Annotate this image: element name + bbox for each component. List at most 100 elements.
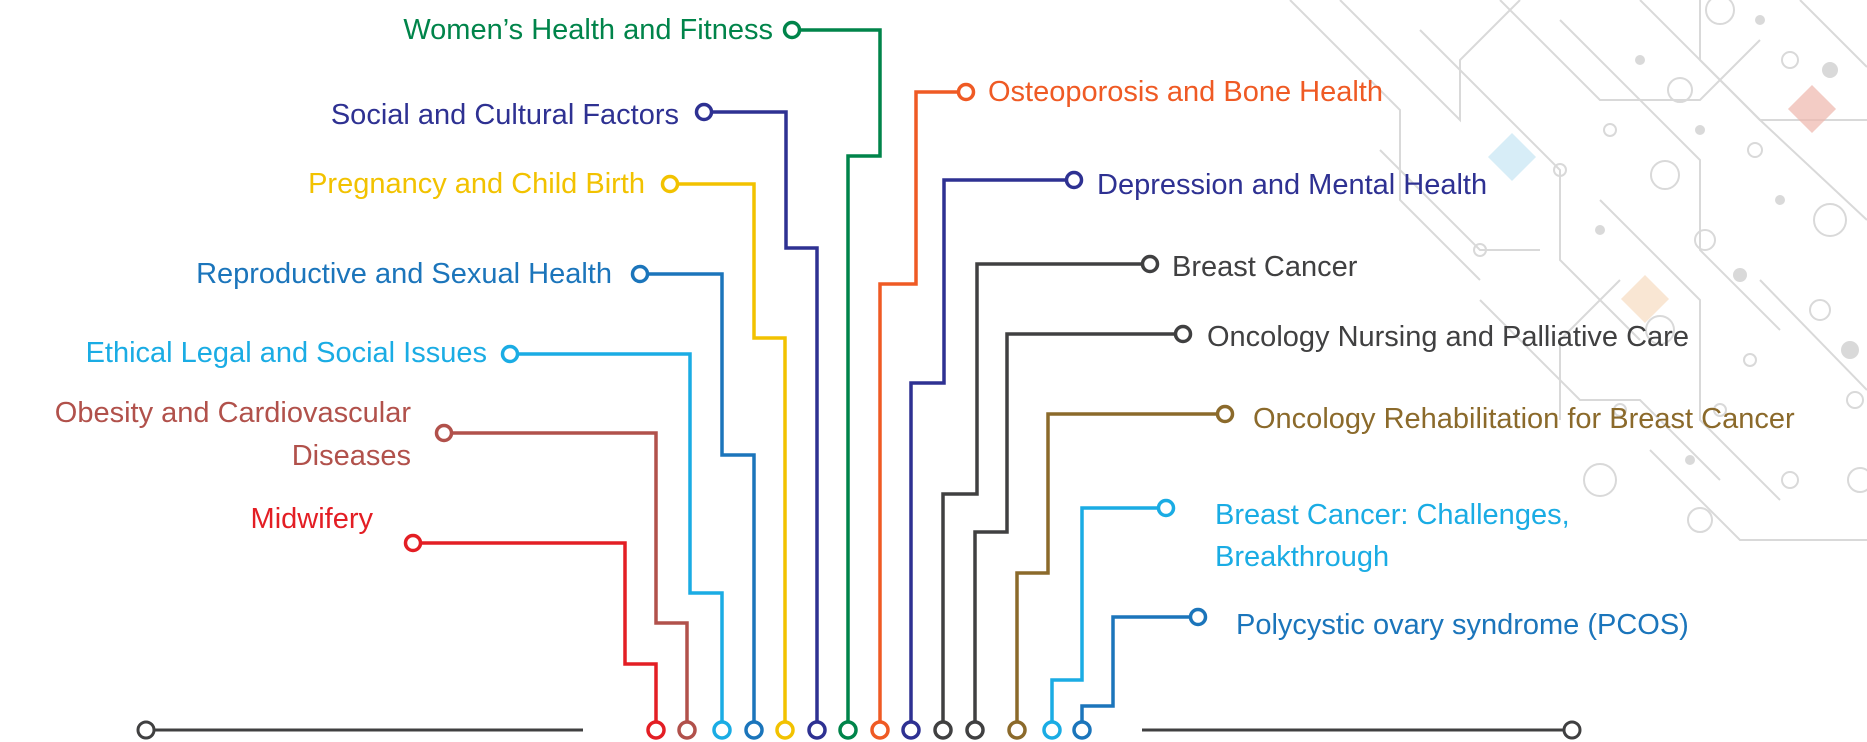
topic-social-cultural[interactable]: Social and Cultural Factors <box>331 93 679 137</box>
label-node <box>782 20 802 40</box>
topic-label: Reproductive and Sexual Health <box>196 258 612 290</box>
label-node <box>1064 170 1084 190</box>
connector-line <box>941 262 1150 730</box>
base-node <box>933 720 953 740</box>
decor-node <box>1650 160 1680 190</box>
connector-line <box>878 90 966 730</box>
decor-node <box>1813 203 1847 237</box>
topic-midwifery[interactable]: Midwifery <box>251 497 373 541</box>
base-node <box>712 720 732 740</box>
topic-label: Polycystic ovary syndrome (PCOS) <box>1236 609 1689 641</box>
decor-dot <box>1595 225 1605 235</box>
topic-osteoporosis[interactable]: Osteoporosis and Bone Health <box>988 70 1383 114</box>
base-node <box>646 720 666 740</box>
decor-dot <box>1685 455 1695 465</box>
decor-node <box>1713 403 1727 417</box>
topic-label: Midwifery <box>250 503 373 535</box>
connector-line <box>1080 615 1198 730</box>
decor-node <box>1583 463 1617 497</box>
base-node <box>807 720 827 740</box>
base-node <box>1042 720 1062 740</box>
decor-dot <box>1733 268 1747 282</box>
connector-line <box>510 352 724 730</box>
topic-label: Breast Cancer: Challenges, <box>1215 499 1570 531</box>
connector-midwifery <box>403 533 666 740</box>
decor-trace <box>1599 199 1781 501</box>
label-node <box>500 344 520 364</box>
topic-reproductive[interactable]: Reproductive and Sexual Health <box>196 252 612 296</box>
label-node <box>630 264 650 284</box>
topic-oncology-nursing[interactable]: Oncology Nursing and Palliative Care <box>1207 315 1689 359</box>
decor-trace <box>1759 279 1867 391</box>
connector-ethical-legal <box>500 344 732 740</box>
topic-depression[interactable]: Depression and Mental Health <box>1097 163 1487 207</box>
topic-obesity[interactable]: Obesity and Cardiovascular Diseases <box>55 392 411 478</box>
connector-line <box>792 28 882 730</box>
label-node <box>1215 404 1235 424</box>
connector-depression <box>901 170 1084 740</box>
label-node <box>1188 607 1208 627</box>
base-node <box>775 720 795 740</box>
label-node <box>1140 254 1160 274</box>
decor-dot <box>1775 195 1785 205</box>
decor-node <box>1553 163 1567 177</box>
decor-trace <box>1649 449 1867 541</box>
topic-breast-cancer[interactable]: Breast Cancer <box>1172 245 1357 289</box>
connectors <box>403 20 1235 740</box>
topic-bc-challenges[interactable]: Breast Cancer: Challenges, Breakthrough <box>1215 494 1570 578</box>
topic-oncology-rehab[interactable]: Oncology Rehabilitation for Breast Cance… <box>1253 397 1795 441</box>
decor-node <box>1847 467 1867 493</box>
topic-label: Oncology Rehabilitation for Breast Cance… <box>1253 403 1795 435</box>
topic-label: Social and Cultural Factors <box>330 99 679 131</box>
decor-trace <box>1559 279 1621 420</box>
topic-pcos[interactable]: Polycystic ovary syndrome (PCOS) <box>1236 603 1689 647</box>
decor-node <box>1694 229 1716 251</box>
connector-oncology-nursing <box>965 324 1193 740</box>
connector-reproductive <box>630 264 764 740</box>
connector-womens-health <box>782 20 882 740</box>
topic-label: Osteoporosis and Bone Health <box>988 76 1383 108</box>
connector-line <box>670 182 787 730</box>
decor-trace <box>1639 0 1867 121</box>
topic-label: Oncology Nursing and Palliative Care <box>1207 321 1689 353</box>
label-node <box>403 533 423 553</box>
decor-trace <box>1799 0 1867 68</box>
connector-obesity <box>434 423 697 740</box>
decor-node <box>1846 391 1864 409</box>
connector-line <box>1015 412 1225 730</box>
connector-line <box>1050 506 1166 730</box>
label-node <box>1173 324 1193 344</box>
decor-dot <box>1841 341 1859 359</box>
base-node <box>901 720 921 740</box>
decor-trace <box>1699 0 1867 221</box>
baseline-end-node <box>136 720 156 740</box>
connector-line <box>444 431 689 730</box>
baseline-end-node <box>1562 720 1582 740</box>
decor-trace <box>1559 19 1781 331</box>
decor-diamond <box>1787 84 1837 134</box>
decor-node <box>1705 0 1735 25</box>
label-node <box>434 423 454 443</box>
topic-ethical-legal[interactable]: Ethical Legal and Social Issues <box>86 331 487 375</box>
decor-trace <box>1339 0 1521 123</box>
decor-node <box>1603 123 1617 137</box>
connector-pcos <box>1072 607 1208 740</box>
topic-label: Obesity and Cardiovascular <box>54 397 411 429</box>
decor-trace <box>1289 0 1481 281</box>
topic-womens-health[interactable]: Women’s Health and Fitness <box>403 8 773 52</box>
decor-node <box>1667 77 1693 103</box>
decor-dot <box>1695 125 1705 135</box>
connector-breast-cancer <box>933 254 1160 740</box>
topic-label: Pregnancy and Child Birth <box>308 168 645 200</box>
label-node <box>660 174 680 194</box>
base-node <box>838 720 858 740</box>
label-node <box>1156 498 1176 518</box>
base-node <box>965 720 985 740</box>
topic-label: Ethical Legal and Social Issues <box>85 337 487 369</box>
topic-pregnancy[interactable]: Pregnancy and Child Birth <box>308 162 645 206</box>
decor-node <box>1743 353 1757 367</box>
connector-social-cultural <box>694 102 827 740</box>
decor-dot <box>1635 55 1645 65</box>
